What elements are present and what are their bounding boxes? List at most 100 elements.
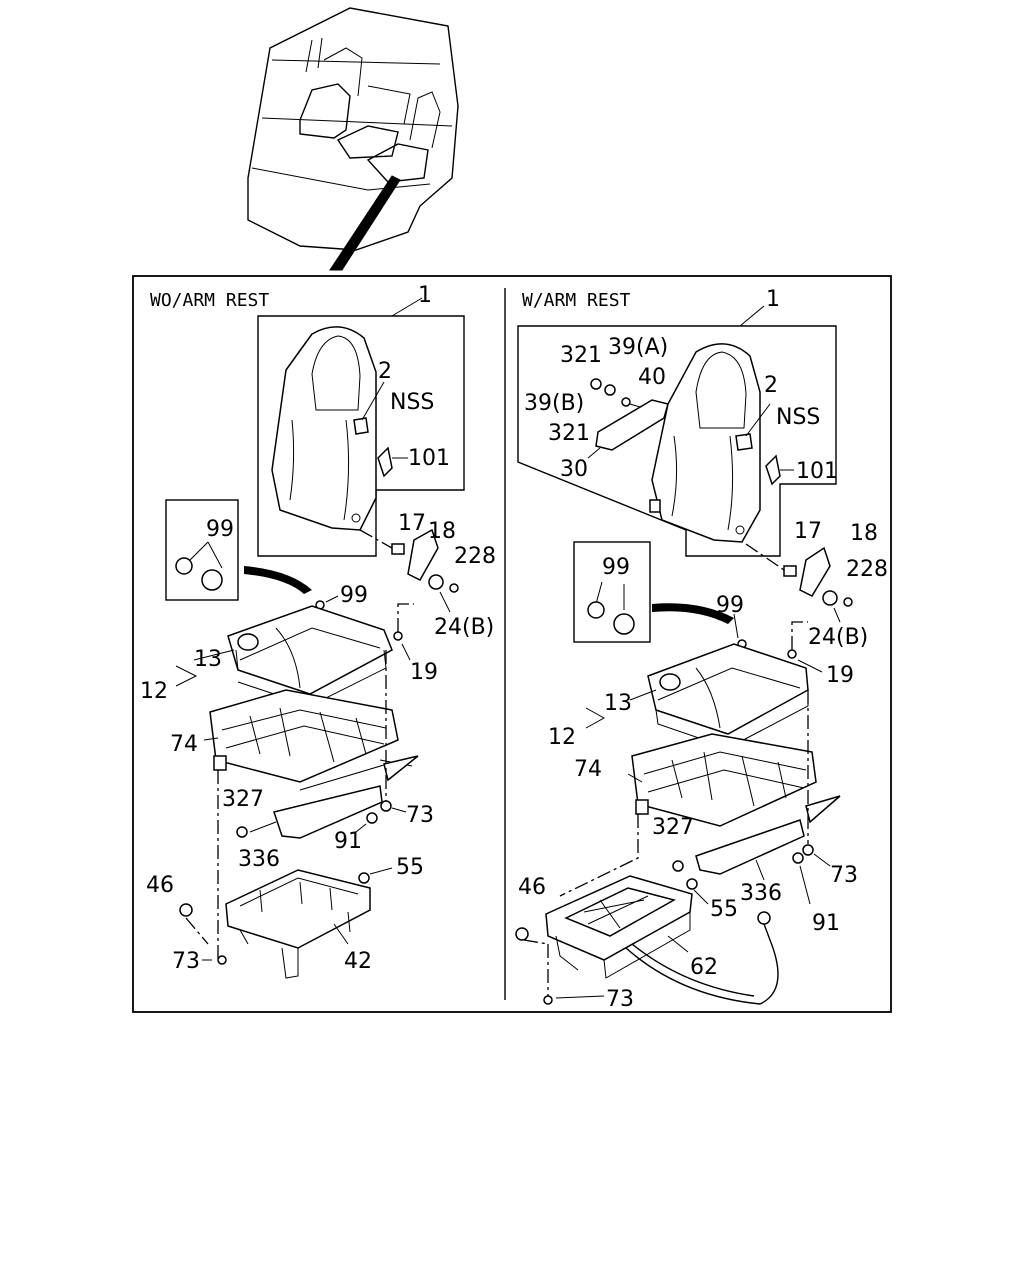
panel-left-title: WO/ARM REST [150, 290, 269, 311]
label-part-13: 13 [194, 647, 222, 672]
panel-right-w-arm-rest: W/ARM REST 1 321 39(A) 40 39(B) 321 30 2 [515, 287, 888, 1012]
bracket-18-right [799, 546, 831, 597]
backrest-seat-back-right [649, 343, 761, 543]
cover-336 [273, 785, 383, 839]
panel-right-title: W/ARM REST [522, 290, 631, 311]
washer-24b-right [822, 590, 838, 606]
label-part-228-right: 228 [846, 557, 888, 582]
label-part-228: 228 [454, 544, 496, 569]
label-part-18: 18 [428, 519, 456, 544]
bolt-327-right [672, 860, 684, 872]
bolt-327 [236, 826, 248, 838]
nut-73-upper [380, 800, 392, 812]
seat-belt-clip [353, 417, 369, 435]
seat-slider-frame-74-right [631, 733, 817, 827]
seat-cushion [227, 605, 393, 707]
label-part-99-right: 99 [716, 593, 744, 618]
label-part-73-upper-right: 73 [830, 863, 858, 888]
label-part-2: 2 [378, 359, 392, 384]
label-part-73-lower-right: 73 [606, 987, 634, 1012]
washer-24b [428, 574, 444, 590]
label-part-1-right: 1 [766, 287, 780, 312]
label-part-46: 46 [146, 873, 174, 898]
seat-riser-42 [225, 869, 371, 979]
label-part-99-box-right: 99 [602, 555, 630, 580]
bolt-46 [179, 903, 193, 917]
label-part-327: 327 [222, 787, 264, 812]
bolt-17-right [783, 565, 797, 577]
bolt-46-right [515, 927, 529, 941]
screw-228 [449, 583, 459, 593]
bolt-17 [391, 543, 405, 555]
label-part-327-right: 327 [652, 815, 694, 840]
label-part-73-lower: 73 [172, 949, 200, 974]
label-part-99: 99 [340, 583, 368, 608]
armrest-30 [595, 399, 669, 451]
label-part-62: 62 [690, 955, 718, 980]
cover-336-right [695, 819, 805, 875]
bolt-99-detail-box-right [573, 541, 651, 643]
label-part-24b: 24(B) [434, 615, 494, 640]
washer-39a [604, 384, 616, 396]
backrest-group-bracket-right [517, 325, 837, 557]
label-part-17-right: 17 [794, 519, 822, 544]
label-part-91: 91 [334, 829, 362, 854]
recline-lever [377, 446, 393, 478]
label-part-40: 40 [638, 365, 666, 390]
nut-73-upper-right [802, 844, 814, 856]
diagram-frame [132, 275, 892, 1013]
label-part-19-right: 19 [826, 663, 854, 688]
bracket-18 [407, 528, 439, 581]
bolt-99-detail-box [165, 499, 239, 601]
label-part-74: 74 [170, 732, 198, 757]
bolt-19-right [787, 649, 797, 659]
label-part-321-upper: 321 [560, 343, 602, 368]
label-nss: NSS [390, 390, 434, 415]
seat-riser-62 [545, 875, 693, 979]
label-part-101: 101 [408, 446, 450, 471]
label-part-39b: 39(B) [524, 391, 584, 416]
bolt-91-right [792, 852, 804, 864]
seat-cushion-right [647, 643, 809, 749]
cable-terminal [757, 911, 771, 925]
label-part-12-right: 12 [548, 725, 576, 750]
nut-73-lower [217, 955, 227, 965]
label-part-73-upper: 73 [406, 803, 434, 828]
label-part-99-box: 99 [206, 517, 234, 542]
label-part-46-right: 46 [518, 875, 546, 900]
label-part-24b-right: 24(B) [808, 625, 868, 650]
label-nss-right: NSS [776, 405, 820, 430]
bolt-19 [393, 631, 403, 641]
cab-overview-illustration [247, 7, 459, 271]
label-part-42: 42 [344, 949, 372, 974]
label-part-17: 17 [398, 511, 426, 536]
nut-55-right [686, 878, 698, 890]
bolt-321-upper [590, 378, 602, 390]
label-part-55-right: 55 [710, 897, 738, 922]
label-part-321-lower: 321 [548, 421, 590, 446]
label-part-1: 1 [418, 283, 432, 308]
label-part-12: 12 [140, 679, 168, 704]
label-part-101-right: 101 [796, 459, 838, 484]
seat-slider-frame-74 [209, 689, 413, 791]
label-part-2-right: 2 [764, 373, 778, 398]
label-part-336-right: 336 [740, 881, 782, 906]
washer-40 [621, 397, 631, 407]
nut-55 [358, 872, 370, 884]
ground-cable [625, 923, 779, 1005]
recline-lever-right [765, 454, 781, 486]
backrest-seat-back [271, 326, 377, 531]
label-part-13-right: 13 [604, 691, 632, 716]
bolt-91 [366, 812, 378, 824]
label-part-91-right: 91 [812, 911, 840, 936]
label-part-30: 30 [560, 457, 588, 482]
label-part-39a: 39(A) [608, 335, 668, 360]
label-part-18-right: 18 [850, 521, 878, 546]
label-part-336: 336 [238, 847, 280, 872]
label-part-19: 19 [410, 660, 438, 685]
screw-228-right [843, 597, 853, 607]
nut-73-lower-right [543, 995, 553, 1005]
label-part-55: 55 [396, 855, 424, 880]
label-part-74-right: 74 [574, 757, 602, 782]
